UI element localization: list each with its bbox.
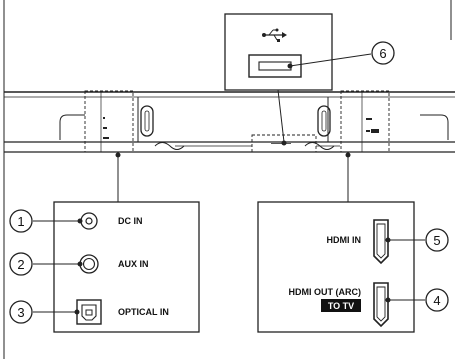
- callout-1-number: 1: [17, 214, 24, 229]
- callout-3-circle: [9, 300, 33, 324]
- usb-detail-box: [224, 13, 333, 91]
- mount-slot-left: [140, 105, 154, 137]
- right-detail-box: [257, 201, 415, 333]
- to-tv-badge: [321, 299, 361, 312]
- callout-6-leader: [289, 53, 372, 67]
- callout-2-circle: [9, 252, 33, 276]
- mount-slot-right: [317, 105, 331, 137]
- right-jack-panel: [340, 90, 390, 153]
- dc-in-label: DC IN: [118, 216, 143, 226]
- callout-6-number: 6: [379, 46, 386, 61]
- callout-5-circle: [425, 228, 449, 252]
- hdmi-out-arc-label: HDMI OUT (ARC): [289, 287, 362, 297]
- usb-leader-line: [277, 89, 285, 143]
- hdmi-in-port: [373, 219, 389, 265]
- hdmi-in-label: HDMI IN: [327, 235, 362, 245]
- aux-in-label: AUX IN: [118, 259, 149, 269]
- soundbar-body: [4, 91, 455, 153]
- callout-3-number: 3: [17, 305, 24, 320]
- left-jack-panel: [84, 90, 134, 153]
- to-tv-text: TO TV: [328, 301, 354, 311]
- callout-2-number: 2: [17, 257, 24, 272]
- optical-in-jack: [76, 299, 102, 325]
- center-usb-panel: [251, 134, 317, 153]
- callout-6-circle: [371, 41, 395, 65]
- callout-5-number: 5: [433, 233, 440, 248]
- callout-4-circle: [425, 288, 449, 312]
- callout-1-circle: [9, 209, 33, 233]
- usb-icon: [262, 28, 287, 42]
- hdmi-out-arc-port: [373, 282, 389, 328]
- callout-4-number: 4: [433, 293, 440, 308]
- optical-in-label: OPTICAL IN: [118, 307, 169, 317]
